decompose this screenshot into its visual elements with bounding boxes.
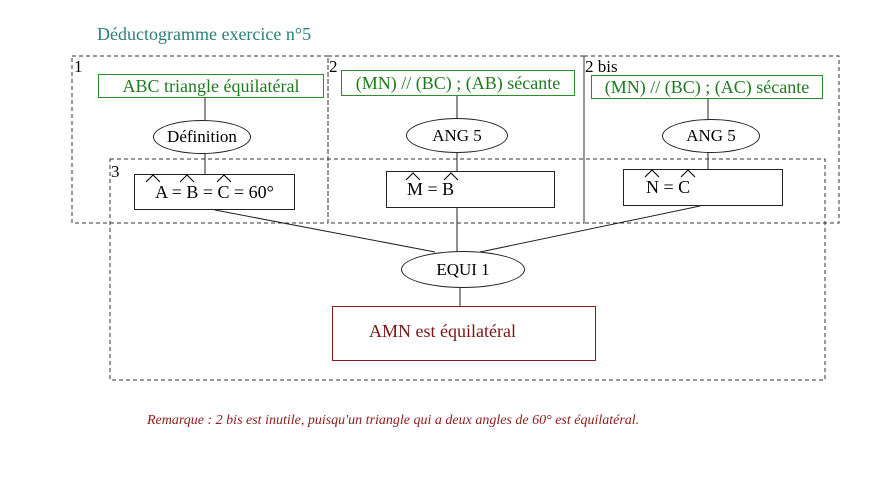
hat-c2	[680, 169, 696, 178]
link-nc-equi1	[479, 205, 701, 253]
result-angles-abc-text: A = B = C = 60°	[155, 181, 274, 202]
premise-2bis-box: (MN) // (BC) ; (AC) sécante	[591, 75, 823, 99]
premise-1-box: ABC triangle équilatéral	[98, 74, 324, 98]
result-angles-mb-box: M = B	[386, 171, 555, 208]
result-angles-abc-box: A = B = C = 60°	[134, 174, 295, 210]
result-angles-mb-text: M = B	[407, 179, 455, 199]
result-angles-nc-box: N = C	[623, 169, 783, 206]
premise-2-box: (MN) // (BC) ; (AB) sécante	[341, 70, 575, 96]
rule-ang5-ellipse: ANG 5	[406, 118, 508, 153]
hat-b2	[443, 172, 459, 181]
region-3	[109, 158, 826, 381]
region-2bis	[583, 55, 840, 224]
hat-a	[145, 174, 161, 183]
rule-definition-ellipse: Définition	[153, 120, 251, 154]
hat-m	[405, 172, 421, 181]
region-label-3: 3	[111, 162, 120, 181]
page-title: Déductogramme exercice n°5	[97, 24, 312, 44]
conclusion-box: AMN est équilatéral	[332, 306, 596, 361]
region-label-1: 1	[74, 57, 83, 76]
hat-n	[644, 169, 660, 178]
region-label-2bis: 2 bis	[585, 57, 618, 76]
region-2	[327, 55, 585, 224]
remark-text: Remarque : 2 bis est inutile, puisqu'un …	[147, 413, 640, 428]
result-angles-nc-text: N = C	[646, 177, 691, 197]
hat-b	[179, 174, 195, 183]
region-1	[71, 55, 329, 224]
rule-ang5-bis-ellipse: ANG 5	[662, 119, 760, 153]
rule-equi1-ellipse: EQUI 1	[401, 251, 525, 288]
link-abc-equi1	[214, 209, 436, 253]
region-label-2: 2	[329, 57, 338, 76]
hat-c	[216, 174, 232, 183]
